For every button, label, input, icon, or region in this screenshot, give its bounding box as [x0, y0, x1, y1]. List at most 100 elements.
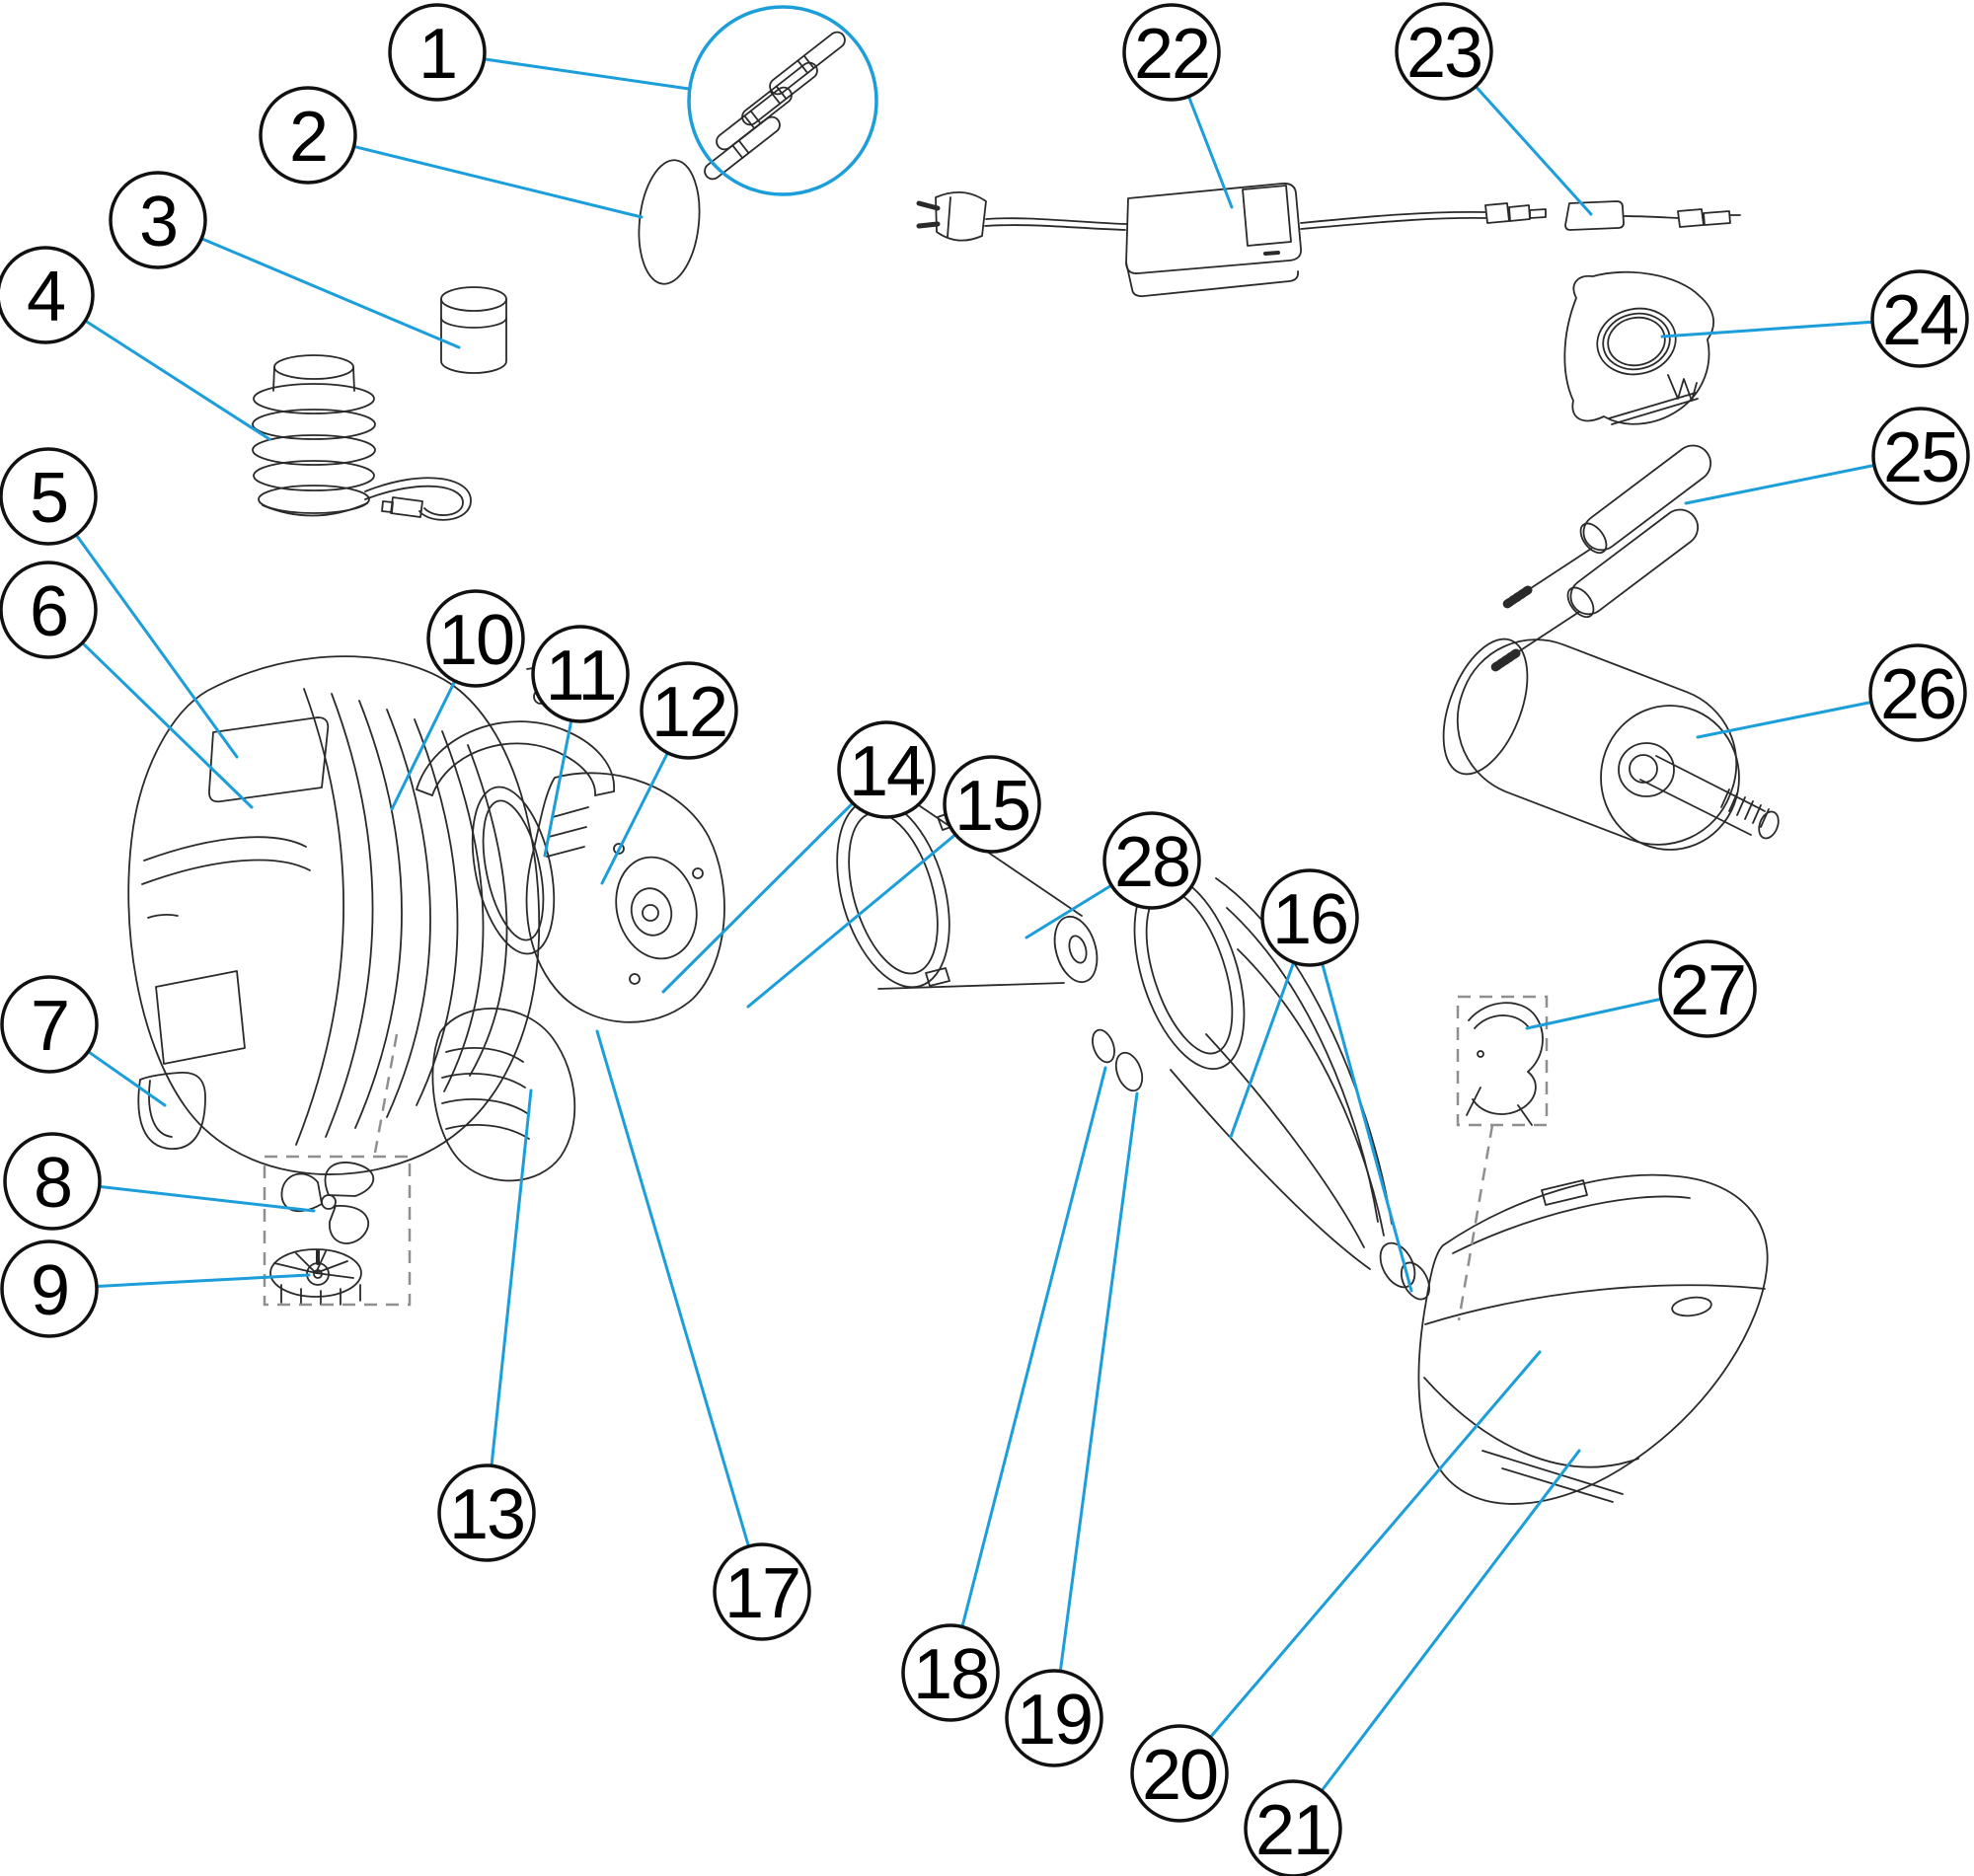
- callout-number-22: 22: [1134, 15, 1209, 94]
- callout-number-19: 19: [1017, 1681, 1092, 1760]
- callout-number-3: 3: [139, 183, 177, 262]
- callout-circle-7: [0, 975, 99, 1074]
- leader-line-10: [390, 679, 457, 811]
- callout-1: 1: [388, 3, 691, 102]
- callout-circle-25: [1871, 407, 1970, 505]
- callout-27: 27: [1525, 939, 1757, 1038]
- part-battery-set: [704, 31, 846, 181]
- callout-number-27: 27: [1670, 951, 1745, 1030]
- callout-number-11: 11: [546, 637, 616, 715]
- part-bellows: [252, 354, 472, 521]
- callout-15: 15: [746, 755, 1041, 1009]
- leader-line-16: [1321, 961, 1413, 1293]
- callout-25: 25: [1684, 407, 1970, 505]
- leader-line-9: [95, 1273, 311, 1288]
- callout-3: 3: [109, 171, 461, 349]
- callout-circle-28: [1102, 811, 1201, 910]
- callout-number-20: 20: [1142, 1736, 1217, 1815]
- leader-line-14: [661, 801, 855, 994]
- leader-line-13: [490, 1088, 533, 1467]
- callout-circle-1: [388, 3, 487, 102]
- leader-line-15: [746, 833, 957, 1009]
- callout-number-23: 23: [1406, 14, 1481, 93]
- callout-circle-19: [1005, 1669, 1103, 1767]
- callout-circle-26: [1868, 643, 1967, 742]
- callout-number-2: 2: [289, 98, 327, 177]
- leader-line-12: [600, 751, 669, 885]
- callout-circle-4: [0, 246, 95, 344]
- callout-circle-21: [1244, 1779, 1342, 1876]
- leader-line-19: [1058, 1091, 1139, 1673]
- detail-link-1: [373, 1033, 399, 1154]
- leader-line-17: [595, 1029, 750, 1548]
- callout-circle-5: [0, 447, 98, 546]
- part-head-housing: [127, 655, 541, 1175]
- callout-19: 19: [1005, 1091, 1139, 1767]
- callout-circle-22: [1122, 3, 1221, 102]
- leader-line-1: [483, 57, 691, 91]
- detail-box-1: [263, 1155, 412, 1307]
- callout-number-17: 17: [724, 1554, 799, 1633]
- leader-line-28: [1025, 883, 1113, 939]
- detail-link-2: [1457, 1124, 1494, 1321]
- callout-number-10: 10: [438, 601, 513, 680]
- callout-5: 5: [0, 447, 239, 759]
- part-clamp-ring: [471, 786, 556, 955]
- callout-number-25: 25: [1883, 418, 1958, 497]
- callout-circle-24: [1870, 269, 1969, 368]
- callout-10: 10: [390, 589, 525, 811]
- callout-13: 13: [437, 1088, 536, 1562]
- callout-number-4: 4: [27, 258, 64, 337]
- leader-line-7: [86, 1050, 167, 1107]
- callout-circle-23: [1395, 2, 1493, 101]
- callout-circle-15: [943, 755, 1041, 854]
- callout-9: 9: [0, 1239, 311, 1338]
- leader-line-23: [1474, 85, 1593, 216]
- callout-number-6: 6: [30, 572, 67, 651]
- leader-line-3: [199, 237, 461, 349]
- callout-11: 11: [531, 625, 630, 858]
- part-collar-cap: [1563, 270, 1714, 425]
- callout-number-16: 16: [1272, 880, 1347, 959]
- callout-circle-16: [1260, 868, 1359, 967]
- callout-number-7: 7: [31, 987, 68, 1066]
- part-nozzle-cone: [1092, 873, 1431, 1301]
- callout-number-15: 15: [954, 767, 1029, 846]
- callout-18: 18: [901, 1066, 1107, 1722]
- callout-circle-18: [901, 1623, 1000, 1722]
- part-flap: [137, 1072, 206, 1150]
- callout-number-9: 9: [31, 1251, 68, 1330]
- callout-number-26: 26: [1880, 655, 1955, 734]
- part-cowl-shell: [1417, 1173, 1769, 1505]
- callout-circle-13: [437, 1463, 536, 1562]
- callout-circle-14: [837, 720, 936, 819]
- callout-number-5: 5: [30, 459, 67, 538]
- leader-line-4: [83, 319, 271, 441]
- callout-6: 6: [0, 561, 254, 809]
- part-motor: [1442, 638, 1780, 851]
- callout-number-8: 8: [34, 1144, 71, 1223]
- part-power-adapter: [916, 183, 1486, 298]
- callout-20: 20: [1130, 1350, 1542, 1823]
- part-diaphragm: [638, 159, 701, 285]
- leader-line-11: [543, 718, 573, 858]
- callout-22: 22: [1122, 3, 1234, 209]
- callout-23: 23: [1395, 2, 1593, 216]
- leader-line-5: [74, 533, 239, 759]
- leader-line-18: [960, 1066, 1107, 1629]
- callout-circle-11: [531, 625, 630, 723]
- callout-21: 21: [1244, 1449, 1581, 1876]
- callout-circle-9: [0, 1239, 99, 1338]
- callout-circle-12: [640, 661, 738, 760]
- leader-line-8: [98, 1184, 316, 1213]
- leader-line-6: [80, 640, 254, 809]
- part-grip: [431, 1008, 576, 1182]
- callout-8: 8: [3, 1132, 316, 1231]
- part-pump-body: [525, 772, 725, 1023]
- part-cup: [440, 286, 507, 374]
- line-art-layer: [127, 31, 1780, 1505]
- callout-14: 14: [661, 720, 936, 994]
- callout-circle-27: [1658, 939, 1757, 1038]
